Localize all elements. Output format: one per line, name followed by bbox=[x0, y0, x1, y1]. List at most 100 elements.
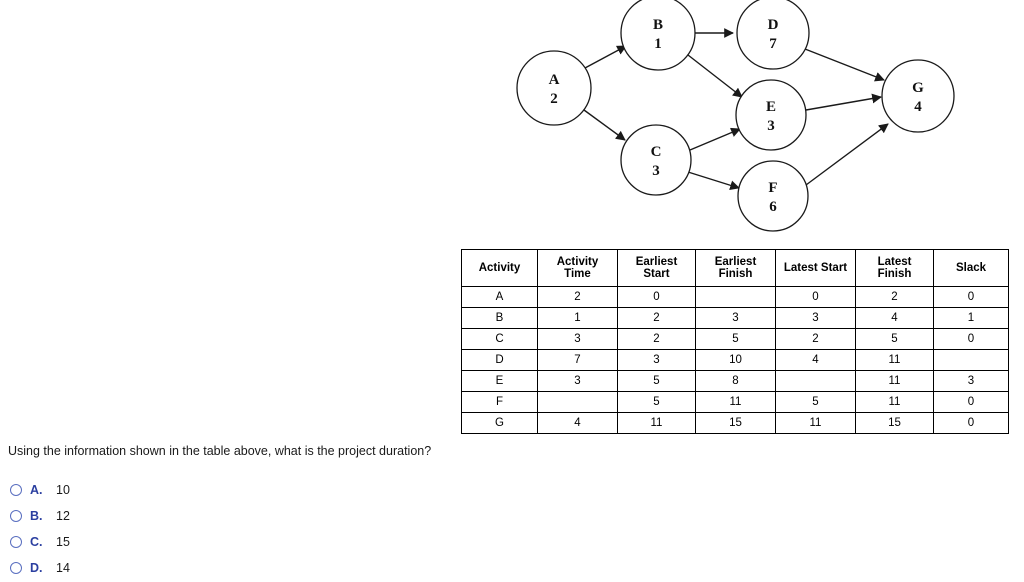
edge-f-g bbox=[805, 123, 889, 186]
cell-activity: F bbox=[461, 391, 538, 413]
cell-activity-time: 3 bbox=[537, 328, 618, 350]
node-e: E 3 bbox=[735, 79, 807, 151]
header-line: Slack bbox=[955, 262, 987, 274]
column-header-slack: Slack bbox=[933, 249, 1009, 287]
cell-activity: D bbox=[461, 349, 538, 371]
cell-latest-start bbox=[775, 370, 856, 392]
option-letter: A. bbox=[30, 483, 43, 497]
column-header-earliest-finish: Earliest Finish bbox=[695, 249, 776, 287]
cell-earliest-start: 5 bbox=[617, 370, 696, 392]
header-line: Earliest bbox=[714, 256, 757, 268]
cell-latest-finish: 11 bbox=[855, 370, 934, 392]
edge-c-f bbox=[687, 171, 740, 191]
header-line: Activity bbox=[478, 262, 521, 274]
table-row: D 7 3 10 4 11 bbox=[461, 349, 1009, 371]
answer-option-c[interactable]: C. 15 bbox=[10, 529, 310, 555]
cell-slack: 1 bbox=[933, 307, 1009, 329]
header-line: Time bbox=[564, 268, 591, 280]
radio-button-icon[interactable] bbox=[10, 562, 22, 574]
column-header-latest-finish: Latest Finish bbox=[855, 249, 934, 287]
answer-option-d[interactable]: D. 14 bbox=[10, 555, 310, 581]
cell-latest-start: 5 bbox=[775, 391, 856, 413]
node-c-label: C bbox=[651, 144, 662, 160]
cell-latest-start: 4 bbox=[775, 349, 856, 371]
option-letter: C. bbox=[30, 535, 43, 549]
cell-earliest-start: 11 bbox=[617, 412, 696, 434]
table-row: G 4 11 15 11 15 0 bbox=[461, 412, 1009, 434]
answer-options-list: A. 10 B. 12 C. 15 D. 14 bbox=[10, 477, 310, 581]
node-a: A 2 bbox=[516, 50, 592, 126]
cell-slack: 0 bbox=[933, 412, 1009, 434]
node-d: D 7 bbox=[736, 0, 810, 70]
node-g-label: G bbox=[912, 80, 924, 96]
cell-earliest-start: 3 bbox=[617, 349, 696, 371]
node-g-duration: 4 bbox=[914, 99, 922, 115]
cell-activity: C bbox=[461, 328, 538, 350]
radio-button-icon[interactable] bbox=[10, 536, 22, 548]
node-e-label: E bbox=[766, 99, 776, 115]
option-value: 15 bbox=[56, 535, 70, 549]
cell-earliest-start: 0 bbox=[617, 286, 696, 308]
cell-latest-start: 2 bbox=[775, 328, 856, 350]
header-line: Activity bbox=[556, 256, 599, 268]
header-line: Earliest bbox=[635, 256, 678, 268]
project-network-diagram: A 2 B 1 C 3 D 7 E 3 bbox=[0, 0, 1024, 240]
cell-slack: 0 bbox=[933, 328, 1009, 350]
radio-button-icon[interactable] bbox=[10, 510, 22, 522]
node-f: F 6 bbox=[737, 160, 809, 232]
cell-latest-finish: 15 bbox=[855, 412, 934, 434]
cell-activity-time: 4 bbox=[537, 412, 618, 434]
cell-earliest-start: 2 bbox=[617, 307, 696, 329]
answer-option-a[interactable]: A. 10 bbox=[10, 477, 310, 503]
column-header-activity-time: Activity Time bbox=[537, 249, 618, 287]
node-a-label: A bbox=[549, 72, 560, 88]
table-row: C 3 2 5 2 5 0 bbox=[461, 328, 1009, 350]
node-g: G 4 bbox=[881, 59, 955, 133]
cell-earliest-finish: 15 bbox=[695, 412, 776, 434]
node-c-duration: 3 bbox=[652, 163, 660, 179]
cell-earliest-finish bbox=[695, 286, 776, 308]
node-b-label: B bbox=[653, 17, 663, 33]
cell-earliest-finish: 11 bbox=[695, 391, 776, 413]
option-value: 14 bbox=[56, 561, 70, 575]
option-value: 12 bbox=[56, 509, 70, 523]
node-f-duration: 6 bbox=[769, 199, 777, 215]
cell-activity: G bbox=[461, 412, 538, 434]
column-header-latest-start: Latest Start bbox=[775, 249, 856, 287]
cell-slack bbox=[933, 349, 1009, 371]
cell-activity: E bbox=[461, 370, 538, 392]
option-letter: B. bbox=[30, 509, 43, 523]
cell-earliest-finish: 5 bbox=[695, 328, 776, 350]
cell-latest-finish: 5 bbox=[855, 328, 934, 350]
node-d-duration: 7 bbox=[769, 36, 777, 52]
answer-option-b[interactable]: B. 12 bbox=[10, 503, 310, 529]
radio-button-icon[interactable] bbox=[10, 484, 22, 496]
cell-latest-start: 11 bbox=[775, 412, 856, 434]
cell-activity-time: 3 bbox=[537, 370, 618, 392]
edge-d-g bbox=[804, 48, 885, 82]
cell-latest-finish: 11 bbox=[855, 391, 934, 413]
cell-activity-time: 2 bbox=[537, 286, 618, 308]
cell-latest-start: 0 bbox=[775, 286, 856, 308]
cell-earliest-start: 2 bbox=[617, 328, 696, 350]
edge-e-g bbox=[805, 93, 882, 111]
table-row: A 2 0 0 2 0 bbox=[461, 286, 1009, 308]
cell-slack: 0 bbox=[933, 391, 1009, 413]
cell-slack: 0 bbox=[933, 286, 1009, 308]
diagram-nodes: A 2 B 1 C 3 D 7 E 3 bbox=[516, 0, 955, 232]
node-b: B 1 bbox=[620, 0, 696, 71]
question-prompt: Using the information shown in the table… bbox=[8, 444, 432, 458]
cell-latest-finish: 4 bbox=[855, 307, 934, 329]
cell-earliest-start: 5 bbox=[617, 391, 696, 413]
option-letter: D. bbox=[30, 561, 43, 575]
header-line: Latest Start bbox=[783, 262, 848, 274]
column-header-activity: Activity bbox=[461, 249, 538, 287]
cell-latest-start: 3 bbox=[775, 307, 856, 329]
node-b-duration: 1 bbox=[654, 36, 662, 52]
option-value: 10 bbox=[56, 483, 70, 497]
table-row: B 1 2 3 3 4 1 bbox=[461, 307, 1009, 329]
node-c: C 3 bbox=[620, 124, 692, 196]
cell-latest-finish: 11 bbox=[855, 349, 934, 371]
cell-slack: 3 bbox=[933, 370, 1009, 392]
edge-a-c bbox=[583, 109, 626, 141]
